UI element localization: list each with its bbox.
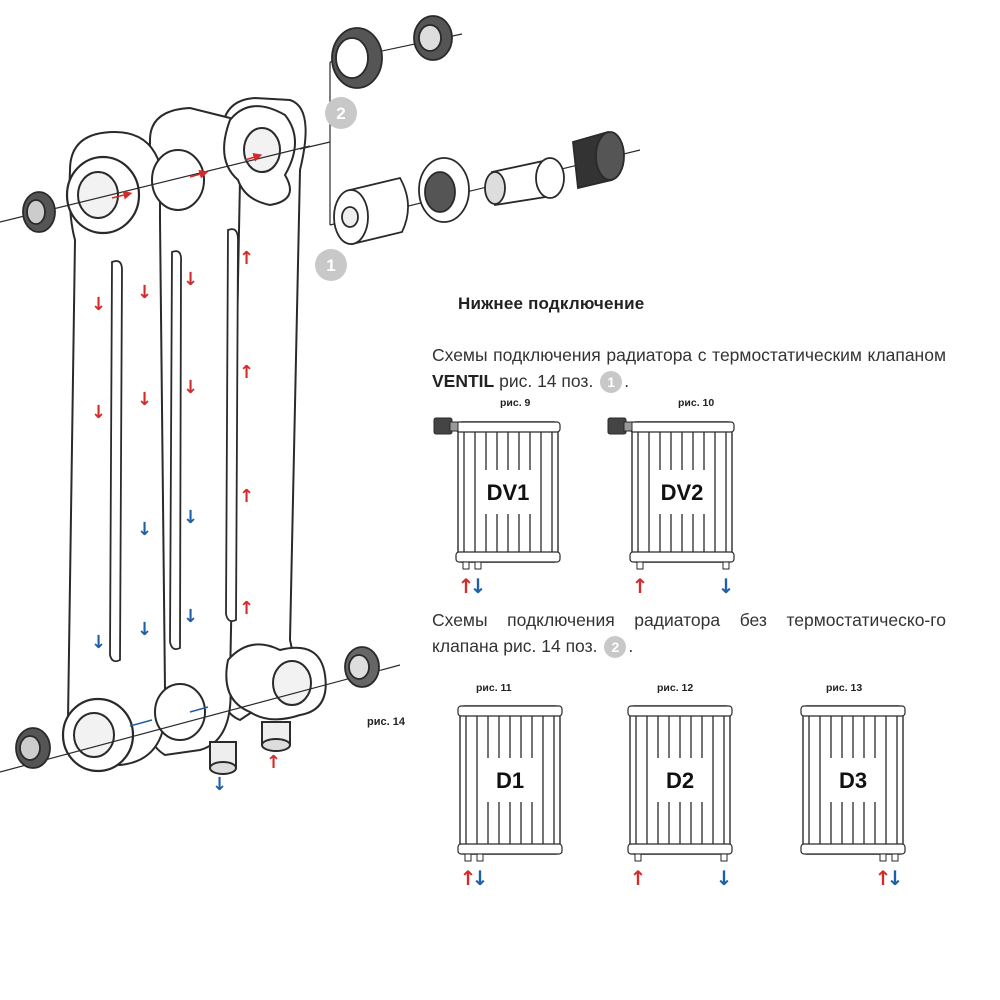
end-plug-bottom-left: [15, 727, 51, 769]
arrow-down-blue-icon: ↓: [183, 606, 198, 627]
callout-badge-1: 1: [315, 249, 347, 281]
callout-badge-2: 2: [325, 97, 357, 129]
scheme-label: DV2: [661, 480, 704, 505]
arrow-down-blue-icon: ↓: [472, 866, 489, 890]
scheme-label: D1: [496, 768, 524, 793]
arrow-up-red-icon: ↑: [239, 486, 254, 507]
thermostatic-head-pos1: [572, 130, 625, 190]
figure-10-label: рис. 10: [678, 397, 715, 409]
arrow-down-blue-icon: ↓: [212, 774, 227, 795]
section1-description: Схемы подключения радиатора с термостати…: [432, 342, 946, 394]
thermostatic-valve-icon: [607, 417, 633, 435]
arrow-down-blue-icon: ↓: [887, 866, 904, 890]
arrow-down-blue-icon: ↓: [470, 574, 487, 598]
figure-9-label: рис. 9: [500, 397, 531, 409]
horizontal-flow-arrows: [111, 153, 263, 727]
section1-bold-valve: VENTIL: [432, 371, 495, 391]
scheme-radiators: DV1↑↓DV2↑↓D1↑↓D2↑↓D3↑↓: [433, 417, 906, 890]
arrow-up-red-icon: ↑: [239, 598, 254, 619]
arrow-down-blue-icon: ↓: [91, 632, 106, 653]
top-hub-front-inner: [77, 171, 119, 219]
arrow-down-blue-icon: ↓: [137, 619, 152, 640]
arrow-down-blue-icon: ↓: [716, 866, 733, 890]
bottom-hub-front-inner: [73, 712, 115, 758]
figure-11-label: рис. 11: [476, 682, 512, 694]
section2-end: .: [628, 636, 634, 656]
figure-13-label: рис. 13: [826, 682, 863, 694]
arrow-down-blue-icon: ↓: [183, 507, 198, 528]
scheme-label: DV1: [487, 480, 530, 505]
top-hub-middle: [151, 149, 205, 211]
arrow-up-red-icon: ↑: [630, 866, 647, 890]
scheme-radiator-dv1: DV1 ↑↓: [433, 417, 561, 598]
arrow-down-blue-icon: ↓: [718, 574, 735, 598]
section1-text: Схемы подключения радиатора с термостати…: [432, 345, 946, 365]
arrow-down-blue-icon: ↓: [137, 519, 152, 540]
arrow-up-red-icon: ↑: [266, 752, 281, 773]
section1-end: .: [624, 371, 630, 391]
adapter-ring-pos2: [331, 27, 383, 89]
arrow-up-red-icon: ↑: [632, 574, 649, 598]
valve-ring-pos1: [418, 157, 470, 223]
section-slot: [109, 260, 123, 663]
section1-tail: рис. 14 поз.: [494, 371, 594, 391]
arrow-down-red-icon: ↓: [183, 377, 198, 398]
arrow-down-red-icon: ↓: [91, 402, 106, 423]
scheme-label: D2: [666, 768, 694, 793]
flow-arrows-exploded: ↓ ↓ ↓ ↓ ↓ ↓ ↓ ↓ ↓ ↓ ↓ ↑ ↑ ↑ ↑ ↑ ↓: [91, 248, 281, 795]
top-hub-back-inner: [243, 127, 281, 173]
coupling-nut-pos2: [413, 15, 453, 61]
scheme-radiator-d2: D2 ↑ ↓: [627, 705, 733, 890]
position-badge-1: 1: [600, 371, 623, 394]
thermostatic-valve-icon: [433, 417, 459, 435]
arrow-down-red-icon: ↓: [183, 269, 198, 290]
valve-body-pos1: [484, 157, 565, 207]
arrow-down-red-icon: ↓: [137, 282, 152, 303]
bottom-hub-back-inner: [272, 660, 312, 706]
svg-text:1: 1: [326, 256, 335, 275]
scheme-radiator-dv2: DV2 ↑ ↓: [607, 417, 735, 598]
end-plug-bottom-right: [344, 646, 380, 688]
section-slot: [169, 250, 182, 651]
arrow-up-red-icon: ↑: [460, 866, 477, 890]
figure-14-label: рис. 14: [367, 716, 405, 728]
section2-text: Схемы подключения радиатора без термоста…: [432, 610, 946, 656]
section-title: Нижнее подключение: [458, 294, 645, 313]
end-plug-top-left: [22, 191, 56, 233]
section2-description: Схемы подключения радиатора без термоста…: [432, 607, 946, 659]
arrow-up-red-icon: ↑: [458, 574, 475, 598]
section-slot: [225, 228, 239, 623]
figure-12-label: рис. 12: [657, 682, 694, 694]
svg-text:2: 2: [336, 104, 345, 123]
arrow-down-red-icon: ↓: [91, 294, 106, 315]
arrow-up-red-icon: ↑: [875, 866, 892, 890]
valve-insert-pos1: [333, 176, 409, 246]
scheme-radiator-d3: D3 ↑↓: [800, 705, 906, 890]
position-badge-2: 2: [604, 636, 627, 659]
bottom-hub-middle: [154, 683, 206, 741]
scheme-radiator-d1: D1 ↑↓: [457, 705, 563, 890]
radiator-exploded-view: [61, 96, 327, 775]
arrow-up-red-icon: ↑: [239, 248, 254, 269]
arrow-up-red-icon: ↑: [239, 362, 254, 383]
scheme-label: D3: [839, 768, 867, 793]
arrow-down-red-icon: ↓: [137, 389, 152, 410]
